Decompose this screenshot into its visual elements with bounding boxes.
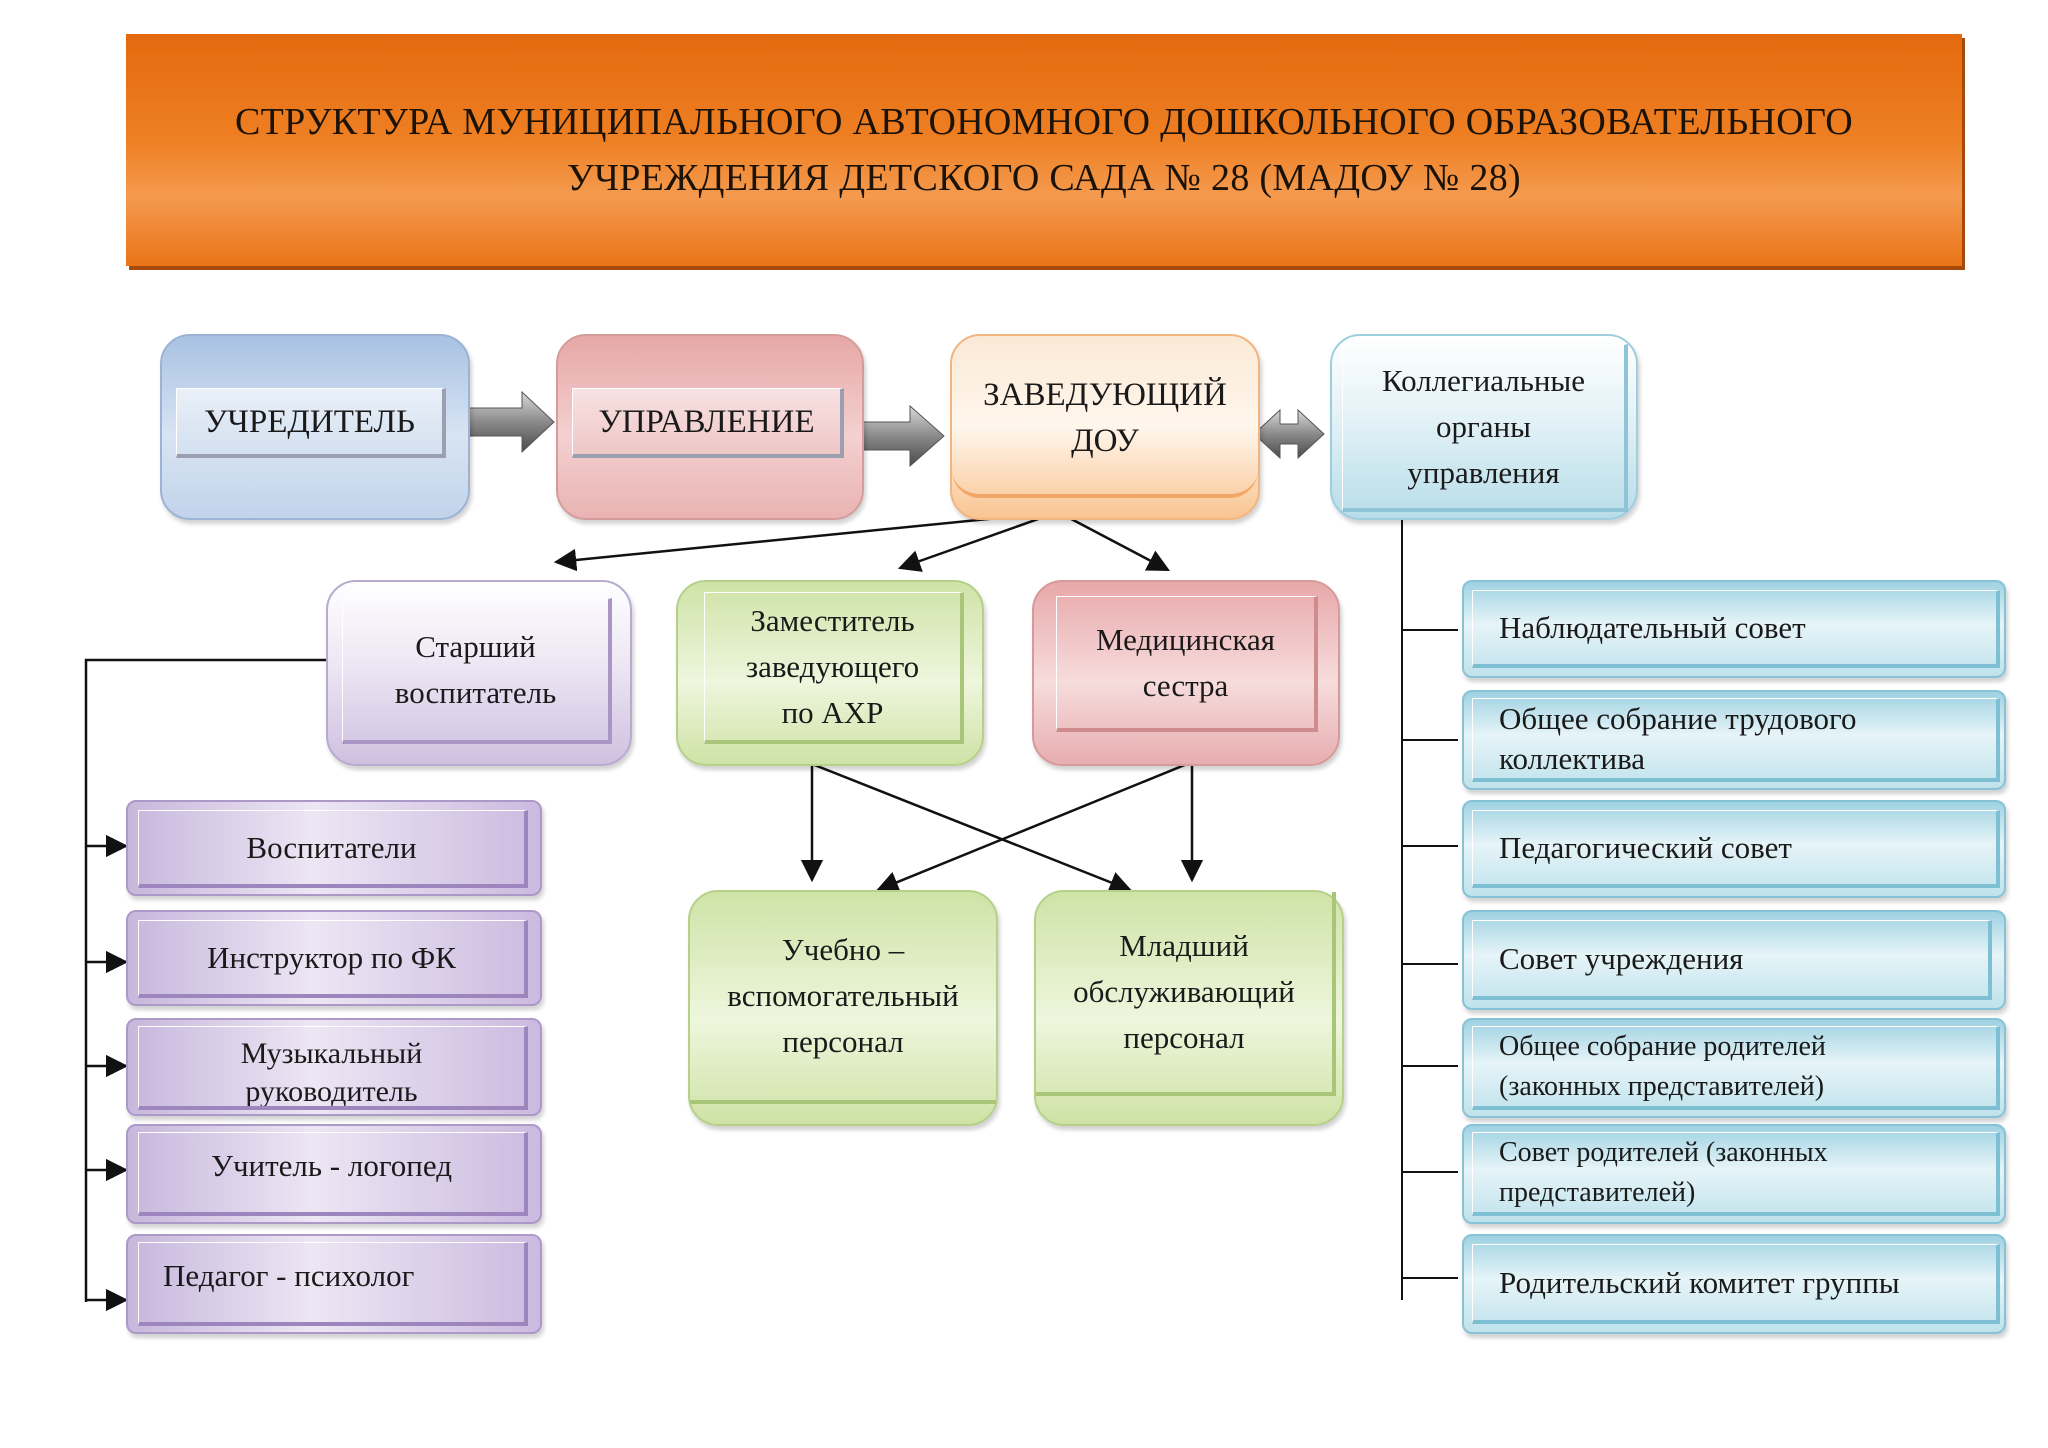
title-line-2: УЧРЕЖДЕНИЯ ДЕТСКОГО САДА № 28 (МАДОУ № 2… <box>567 157 1521 199</box>
head-label-line-1: ЗАВЕДУЮЩИЙ <box>983 377 1227 413</box>
title-banner: СТРУКТУРА МУНИЦИПАЛЬНОГО АВТОНОМНОГО ДОШ… <box>126 34 1962 266</box>
arrow-administration-to-head <box>857 404 945 468</box>
collegial-item-label: Совет учреждения <box>1499 940 1744 976</box>
auxiliary-line-1: Учебно – <box>781 932 905 967</box>
collegial-item-parents-council: Совет родителей (законных представителей… <box>1462 1124 2006 1224</box>
nurse-line-1: Медицинская <box>1095 621 1275 657</box>
founder-box: УЧРЕДИТЕЛЬ <box>160 334 470 520</box>
line-head-to-nurse <box>1057 510 1170 572</box>
senior-teacher-label-panel: Старший воспитатель <box>342 598 612 744</box>
teaching-item-panel: Музыкальный руководитель <box>138 1026 528 1110</box>
teaching-item-label-line-1: Музыкальный <box>240 1037 423 1070</box>
auxiliary-line-3: персонал <box>782 1024 904 1059</box>
collegial-item-parents-meeting: Общее собрание родителей (законных предс… <box>1462 1018 2006 1118</box>
teaching-item-panel: Педагог - психолог <box>138 1242 528 1326</box>
collegial-item-panel: Родительский комитет группы <box>1472 1244 2000 1324</box>
collegial-box: Коллегиальные органы управления <box>1330 334 1638 520</box>
teaching-item-pe-instructor: Инструктор по ФК <box>126 910 542 1006</box>
collegial-item-label-line-1: Совет родителей (законных <box>1499 1136 1828 1168</box>
administration-label: УПРАВЛЕНИЕ <box>598 403 815 440</box>
collegial-label-line-2: органы <box>1436 408 1531 444</box>
administration-label-panel: УПРАВЛЕНИЕ <box>572 388 844 458</box>
teaching-item-label: Учитель - логопед <box>211 1148 452 1183</box>
founder-label-panel: УЧРЕДИТЕЛЬ <box>176 388 446 458</box>
collegial-item-general-meeting: Общее собрание трудового коллектива <box>1462 690 2006 790</box>
junior-staff-box: Младший обслуживающий персонал <box>1034 890 1344 1126</box>
line-deputy-to-junior <box>811 762 1133 893</box>
teaching-item-speech-therapist: Учитель - логопед <box>126 1124 542 1224</box>
collegial-item-institution-council: Совет учреждения <box>1462 910 2006 1010</box>
collegial-item-label-line-2: представителей) <box>1499 1176 1696 1208</box>
arrow-head-collegial-double <box>1253 408 1325 460</box>
teaching-item-label: Педагог - психолог <box>163 1258 415 1293</box>
collegial-item-panel: Педагогический совет <box>1472 810 2000 888</box>
senior-teacher-line-1: Старший <box>415 628 536 664</box>
line-nurse-to-auxiliary <box>875 760 1193 893</box>
line-senior-bracket <box>84 658 326 1302</box>
head-label-panel: ЗАВЕДУЮЩИЙ ДОУ <box>952 336 1258 498</box>
deputy-line-1: Заместитель <box>750 602 915 638</box>
collegial-item-label-line-2: (законных представителей) <box>1499 1070 1825 1102</box>
nurse-box: Медицинская сестра <box>1032 580 1340 766</box>
teaching-item-panel: Воспитатели <box>138 810 528 888</box>
auxiliary-line-2: вспомогательный <box>727 978 959 1013</box>
senior-teacher-line-2: воспитатель <box>394 674 557 710</box>
founder-label: УЧРЕДИТЕЛЬ <box>204 403 415 440</box>
collegial-item-supervisory-board: Наблюдательный совет <box>1462 580 2006 678</box>
collegial-item-panel: Наблюдательный совет <box>1472 590 2000 668</box>
collegial-item-panel: Совет учреждения <box>1472 920 1992 1000</box>
collegial-label-line-3: управления <box>1407 454 1560 490</box>
deputy-line-2: заведующего <box>745 648 920 684</box>
teaching-item-panel: Учитель - логопед <box>138 1132 528 1216</box>
junior-line-1: Младший <box>1119 928 1249 963</box>
auxiliary-staff-label-panel: Учебно – вспомогательный персонал <box>690 892 996 1104</box>
collegial-item-panel: Совет родителей (законных представителей… <box>1472 1132 2000 1216</box>
collegial-label-line-1: Коллегиальные <box>1381 362 1586 398</box>
collegial-item-panel: Общее собрание родителей (законных предс… <box>1472 1026 2000 1110</box>
collegial-label-panel: Коллегиальные органы управления <box>1342 344 1628 512</box>
auxiliary-staff-box: Учебно – вспомогательный персонал <box>688 890 998 1126</box>
arrow-founder-to-administration <box>465 390 555 454</box>
head-label-line-2: ДОУ <box>1071 423 1139 459</box>
deputy-label-panel: Заместитель заведующего по АХР <box>704 592 964 744</box>
administration-box: УПРАВЛЕНИЕ <box>556 334 864 520</box>
deputy-line-3: по АХР <box>781 694 884 730</box>
teaching-item-teachers: Воспитатели <box>126 800 542 896</box>
collegial-item-parent-committee: Родительский комитет группы <box>1462 1234 2006 1334</box>
nurse-line-2: сестра <box>1142 667 1229 703</box>
line-head-to-deputy <box>897 510 1059 572</box>
nurse-label-panel: Медицинская сестра <box>1056 596 1318 732</box>
collegial-item-panel: Общее собрание трудового коллектива <box>1472 698 2000 782</box>
collegial-item-pedagogical-council: Педагогический совет <box>1462 800 2006 898</box>
teaching-item-label-line-2: руководитель <box>245 1075 418 1108</box>
teaching-item-psychologist: Педагог - психолог <box>126 1234 542 1334</box>
junior-staff-label-panel: Младший обслуживающий персонал <box>1036 892 1336 1096</box>
collegial-item-label: Педагогический совет <box>1499 829 1792 865</box>
collegial-item-label-line-1: Общее собрание трудового <box>1499 700 1857 736</box>
teaching-item-panel: Инструктор по ФК <box>138 920 528 998</box>
collegial-item-label: Наблюдательный совет <box>1499 609 1806 645</box>
teaching-item-label: Инструктор по ФК <box>207 939 456 975</box>
collegial-item-label: Родительский комитет группы <box>1499 1264 1900 1300</box>
junior-line-3: персонал <box>1123 1020 1245 1055</box>
line-head-to-senior <box>553 510 1059 572</box>
deputy-box: Заместитель заведующего по АХР <box>676 580 984 766</box>
title-line-1: СТРУКТУРА МУНИЦИПАЛЬНОГО АВТОНОМНОГО ДОШ… <box>234 101 1854 143</box>
senior-teacher-box: Старший воспитатель <box>326 580 632 766</box>
teaching-item-music-director: Музыкальный руководитель <box>126 1018 542 1116</box>
teaching-item-label: Воспитатели <box>246 829 417 865</box>
head-box: ЗАВЕДУЮЩИЙ ДОУ <box>950 334 1260 520</box>
collegial-item-label-line-2: коллектива <box>1499 740 1646 776</box>
collegial-item-label-line-1: Общее собрание родителей <box>1499 1030 1826 1062</box>
junior-line-2: обслуживающий <box>1073 974 1295 1009</box>
